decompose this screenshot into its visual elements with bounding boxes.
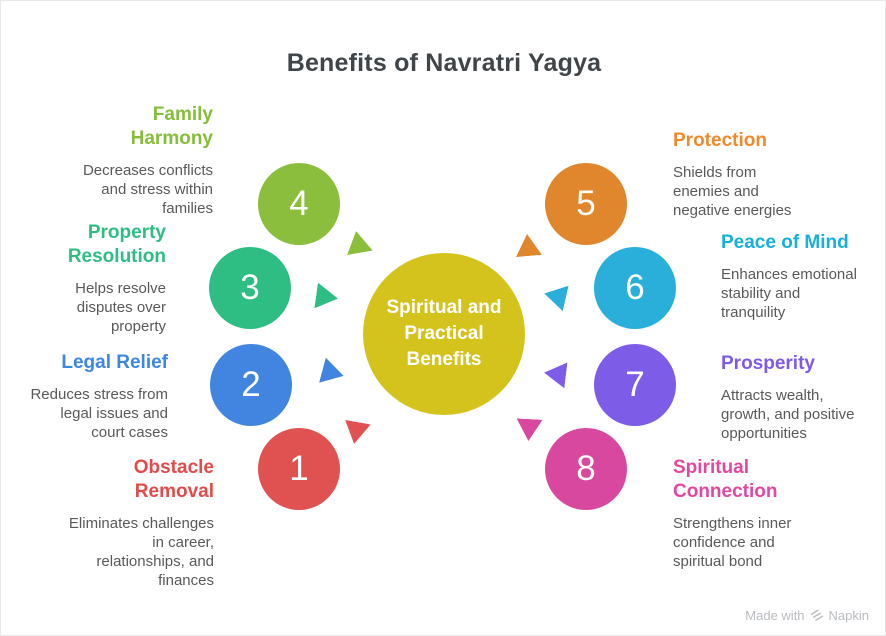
arrow-icon-7 bbox=[542, 360, 567, 388]
item-description-8: Strengthens inner confidence and spiritu… bbox=[673, 515, 792, 570]
item-number-4: 4 bbox=[289, 184, 309, 223]
item-block-7: Prosperity Attracts wealth, growth, and … bbox=[721, 352, 871, 443]
item-circle-1: 1 bbox=[258, 428, 340, 510]
item-block-6: Peace of Mind Enhances emotional stabili… bbox=[721, 231, 866, 322]
arrow-icon-6 bbox=[541, 281, 568, 311]
item-description-4: Decreases conflicts and stress within fa… bbox=[82, 162, 213, 217]
item-number-3: 3 bbox=[240, 268, 260, 307]
item-number-8: 8 bbox=[576, 449, 596, 488]
item-number-1: 1 bbox=[289, 449, 309, 488]
item-number-2: 2 bbox=[241, 365, 261, 404]
item-description-7: Attracts wealth, growth, and positive op… bbox=[721, 387, 855, 442]
item-title-1: Obstacle Removal bbox=[133, 457, 214, 502]
item-block-3: Property Resolution Helps resolve disput… bbox=[56, 221, 166, 336]
item-description-1: Eliminates challenges in career, relatio… bbox=[68, 515, 214, 589]
arrow-icon-3 bbox=[314, 283, 339, 312]
arrow-icon-4 bbox=[343, 229, 372, 255]
item-circle-5: 5 bbox=[545, 163, 627, 245]
item-block-5: Protection Shields from enemies and nega… bbox=[673, 129, 808, 220]
item-circle-7: 7 bbox=[594, 344, 676, 426]
item-description-2: Reduces stress from legal issues and cou… bbox=[30, 386, 168, 441]
brand-label: Napkin bbox=[828, 608, 869, 623]
item-block-1: Obstacle Removal Eliminates challenges i… bbox=[68, 456, 214, 590]
arrow-icon-8 bbox=[515, 418, 542, 441]
center-label: Spiritual and Practical Benefits bbox=[386, 297, 502, 370]
footer-credit: Made with Napkin bbox=[745, 608, 869, 623]
item-circle-6: 6 bbox=[594, 247, 676, 329]
item-description-3: Helps resolve disputes over property bbox=[75, 280, 166, 335]
page-title: Benefits of Navratri Yagya bbox=[286, 49, 602, 77]
item-circle-2: 2 bbox=[210, 344, 292, 426]
arrow-icon-1 bbox=[341, 420, 370, 446]
item-title-7: Prosperity bbox=[721, 353, 815, 374]
item-number-7: 7 bbox=[625, 365, 645, 404]
item-title-5: Protection bbox=[673, 130, 767, 151]
item-circle-8: 8 bbox=[545, 428, 627, 510]
item-title-6: Peace of Mind bbox=[721, 232, 849, 253]
item-circle-4: 4 bbox=[258, 163, 340, 245]
item-title-8: Spiritual Connection bbox=[673, 457, 778, 502]
item-title-4: Family Harmony bbox=[130, 104, 213, 149]
center-circle: Spiritual and Practical Benefits bbox=[363, 253, 525, 415]
item-number-6: 6 bbox=[625, 268, 645, 307]
item-title-2: Legal Relief bbox=[61, 352, 168, 373]
item-description-5: Shields from enemies and negative energi… bbox=[673, 164, 792, 219]
arrow-icon-5 bbox=[514, 233, 542, 257]
item-block-2: Legal Relief Reduces stress from legal i… bbox=[23, 351, 168, 442]
item-title-3: Property Resolution bbox=[67, 222, 166, 267]
arrow-icon-2 bbox=[319, 358, 347, 389]
item-description-6: Enhances emotional stability and tranqui… bbox=[721, 266, 857, 321]
item-circle-3: 3 bbox=[209, 247, 291, 329]
item-block-4: Family Harmony Decreases conflicts and s… bbox=[68, 103, 213, 218]
item-block-8: Spiritual Connection Strengthens inner c… bbox=[673, 456, 808, 571]
made-with-label: Made with bbox=[745, 608, 805, 623]
napkin-logo-icon bbox=[810, 609, 824, 622]
item-number-5: 5 bbox=[576, 184, 596, 223]
